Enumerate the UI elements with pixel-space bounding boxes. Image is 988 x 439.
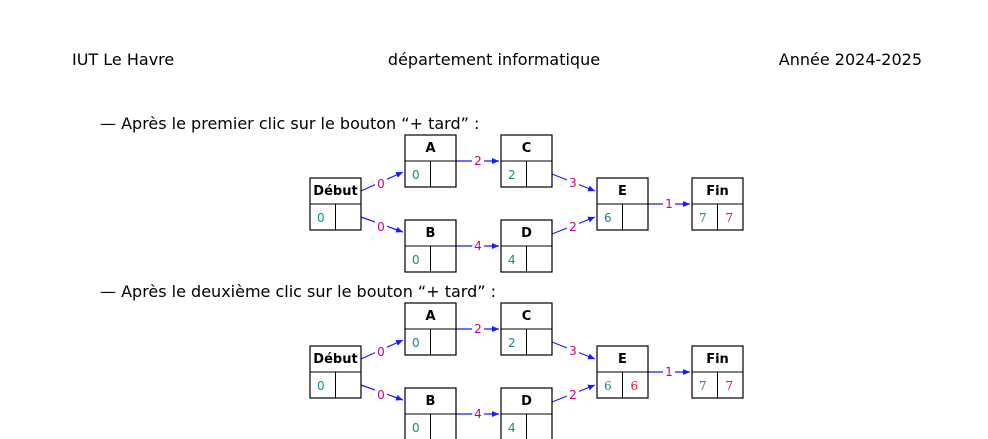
node-early-date: 0 bbox=[412, 253, 420, 267]
node-early-date: 0 bbox=[317, 211, 325, 225]
node-early-date: 4 bbox=[508, 421, 516, 435]
node-d: D4 bbox=[500, 219, 553, 273]
node-fin: Fin 7 7 bbox=[691, 345, 744, 399]
edge-label-bg bbox=[472, 238, 484, 253]
edge-weight-e-fin: 1 bbox=[665, 365, 673, 379]
node-e: E6 6 bbox=[596, 345, 649, 399]
edge-weight-d-e: 2 bbox=[569, 220, 577, 234]
node-c: C2 bbox=[500, 134, 553, 188]
edge-label-bg bbox=[375, 176, 387, 191]
edge-label-bg bbox=[567, 175, 579, 190]
header-left: IUT Le Havre bbox=[72, 50, 175, 69]
node-name: D bbox=[521, 394, 532, 409]
node-early-date: 6 bbox=[604, 379, 612, 393]
node-name: A bbox=[425, 141, 435, 156]
node-name: Fin bbox=[706, 184, 729, 199]
edge-weight-b-d: 4 bbox=[474, 407, 482, 421]
node-c: C2 bbox=[500, 302, 553, 356]
node-name: B bbox=[426, 394, 436, 409]
node-name: A bbox=[425, 309, 435, 324]
node-early-date: 7 bbox=[699, 211, 707, 225]
node-fin: Fin 7 7 bbox=[691, 177, 744, 231]
node-name: B bbox=[426, 226, 436, 241]
edge-label-bg bbox=[472, 321, 484, 336]
node-early-date: 0 bbox=[412, 421, 420, 435]
node-b: B0 bbox=[404, 387, 457, 439]
edge-label-bg bbox=[567, 387, 579, 402]
node-early-date: 4 bbox=[508, 253, 516, 267]
node-early-date: 2 bbox=[508, 336, 516, 350]
node-name: Fin bbox=[706, 352, 729, 367]
node-name: Début bbox=[313, 352, 357, 367]
header-right: Année 2024-2025 bbox=[778, 50, 922, 69]
node-d: D4 bbox=[500, 387, 553, 439]
edge-weight-dbut-a: 0 bbox=[377, 177, 385, 191]
header-center: département informatique bbox=[387, 50, 601, 69]
node-b: B0 bbox=[404, 219, 457, 273]
caption-first-click: — Après le premier clic sur le bouton “+… bbox=[100, 114, 480, 133]
node-early-date: 0 bbox=[317, 379, 325, 393]
edge-label-bg bbox=[567, 343, 579, 358]
node-early-date: 7 bbox=[699, 379, 707, 393]
edge-weight-dbut-b: 0 bbox=[377, 388, 385, 402]
edge-weight-e-fin: 1 bbox=[665, 197, 673, 211]
caption-second-click: — Après le deuxième clic sur le bouton “… bbox=[100, 282, 497, 301]
edge-weight-a-c: 2 bbox=[474, 322, 482, 336]
edge-label-bg bbox=[567, 219, 579, 234]
node-late-date: 7 bbox=[726, 211, 734, 225]
node-a: A0 bbox=[404, 134, 457, 188]
node-name: E bbox=[618, 352, 627, 367]
edge-label-bg bbox=[375, 344, 387, 359]
node-late-date: 7 bbox=[726, 379, 734, 393]
edge-label-bg bbox=[472, 153, 484, 168]
node-name: C bbox=[522, 141, 532, 156]
edge-label-bg bbox=[663, 364, 675, 379]
node-a: A0 bbox=[404, 302, 457, 356]
node-e: E6 bbox=[596, 177, 649, 231]
node-dbut: Début 0 bbox=[309, 177, 362, 231]
node-early-date: 6 bbox=[604, 211, 612, 225]
node-name: D bbox=[521, 226, 532, 241]
edge-label-bg bbox=[663, 196, 675, 211]
node-name: E bbox=[618, 184, 627, 199]
edge-label-bg bbox=[375, 387, 387, 402]
node-name: Début bbox=[313, 184, 357, 199]
edge-label-bg bbox=[472, 406, 484, 421]
edge-weight-b-d: 4 bbox=[474, 239, 482, 253]
node-early-date: 2 bbox=[508, 168, 516, 182]
node-early-date: 0 bbox=[412, 336, 420, 350]
edge-weight-c-e: 3 bbox=[569, 344, 577, 358]
edge-weight-d-e: 2 bbox=[569, 388, 577, 402]
node-early-date: 0 bbox=[412, 168, 420, 182]
edge-label-bg bbox=[375, 219, 387, 234]
node-name: C bbox=[522, 309, 532, 324]
edge-weight-a-c: 2 bbox=[474, 154, 482, 168]
node-dbut: Début 0 bbox=[309, 345, 362, 399]
edge-weight-dbut-b: 0 bbox=[377, 220, 385, 234]
edge-weight-c-e: 3 bbox=[569, 176, 577, 190]
node-late-date: 6 bbox=[631, 379, 639, 393]
edge-weight-dbut-a: 0 bbox=[377, 345, 385, 359]
